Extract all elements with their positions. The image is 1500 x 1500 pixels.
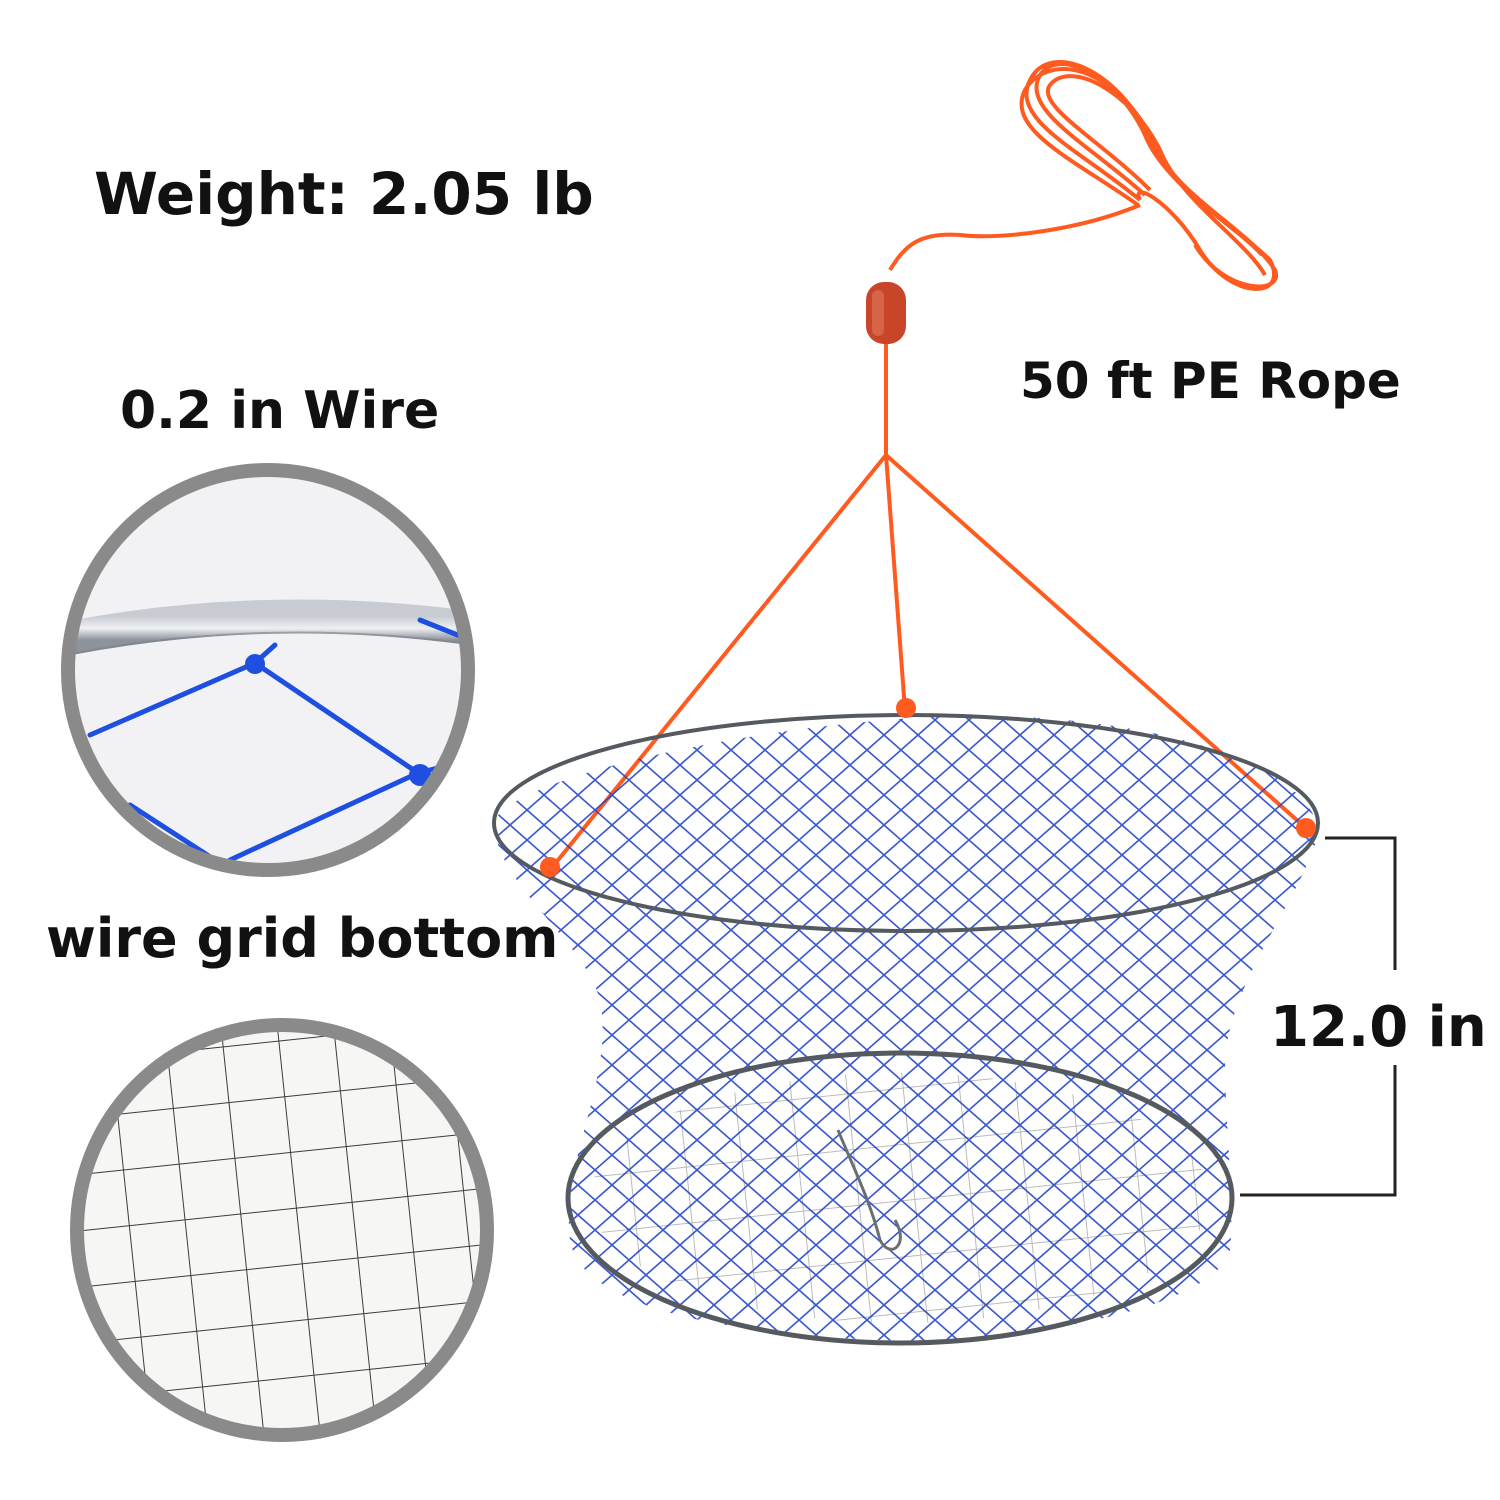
grid-bottom-label: wire grid bottom — [46, 907, 559, 970]
float — [866, 282, 906, 344]
grid-closeup — [70, 1018, 494, 1442]
net-frames — [492, 713, 1320, 1346]
height-dimension-bracket — [1240, 836, 1397, 1197]
wire-label: 0.2 in Wire — [120, 381, 440, 441]
wire-closeup — [61, 463, 475, 877]
rope-knots — [540, 698, 1316, 877]
rope-coil — [888, 60, 1279, 291]
rope-label: 50 ft PE Rope — [1020, 352, 1401, 410]
height-label: 12.0 in — [1270, 995, 1487, 1060]
weight-label: Weight: 2.05 lb — [94, 160, 594, 228]
